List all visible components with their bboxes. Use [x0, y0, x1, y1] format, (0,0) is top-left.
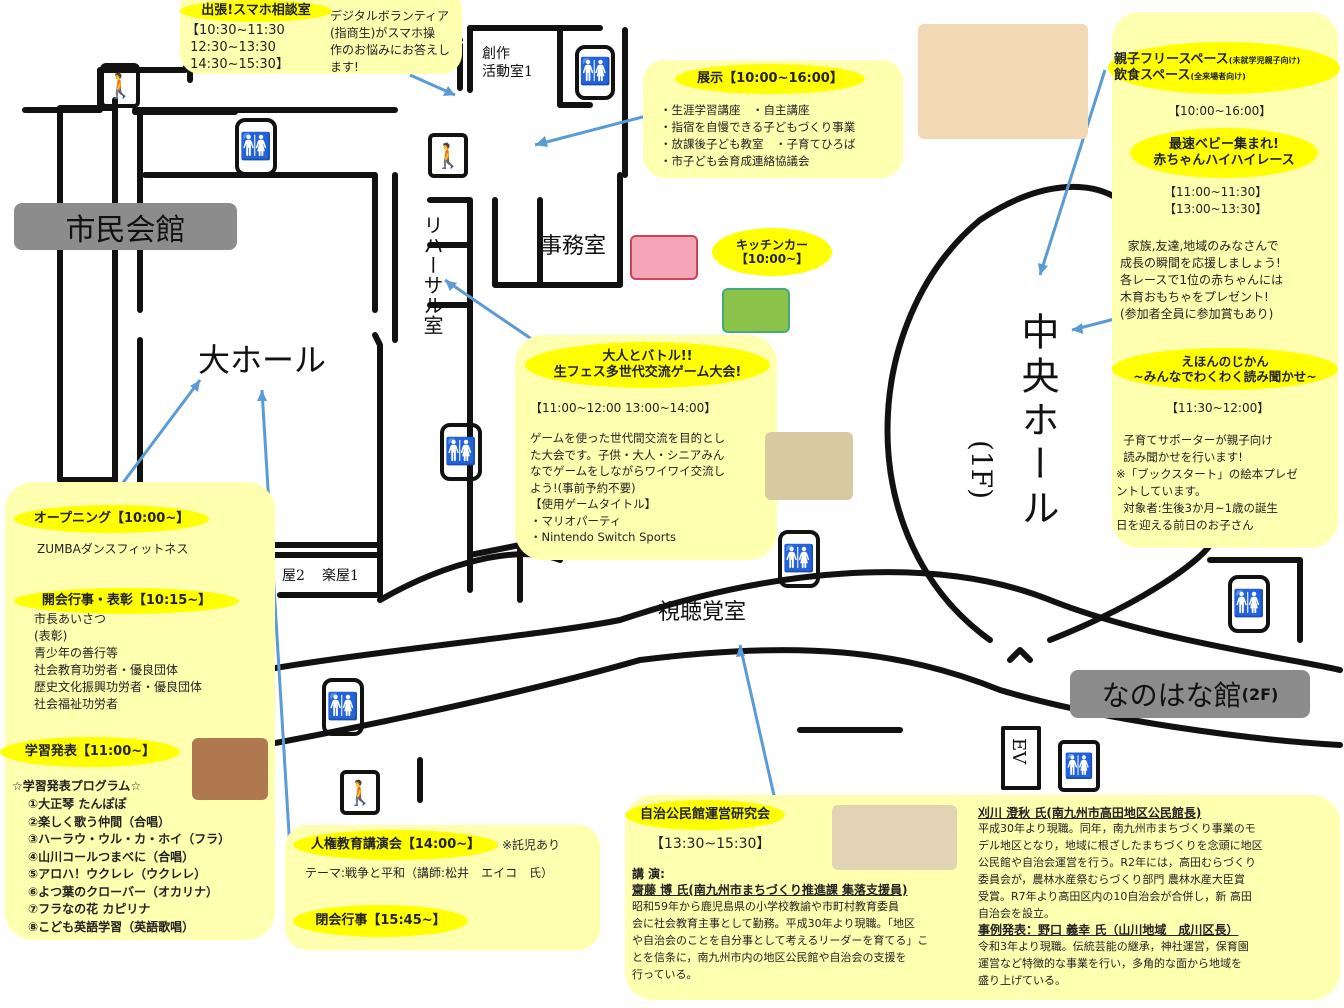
restroom-icon: 🚻 — [1058, 740, 1100, 792]
ceremony-title: 開会行事・表彰【10:15~】 — [14, 588, 239, 614]
restroom-icon: 🚻 — [575, 45, 615, 100]
lecture-label: 講 演: — [632, 867, 665, 881]
program-item: ⑧こども英語学習（英語歌唱） — [28, 919, 195, 934]
jichi-time: 【13:30~15:30】 — [650, 836, 771, 852]
program-list: ①大正琴 たんぽぽ ②楽しく歌う仲間（合唱） ③ハーラウ・ウル・カ・ホイ（フラ）… — [28, 796, 230, 936]
jinken-note: ※託児あり — [502, 838, 561, 852]
program-title: ☆学習発表プログラム☆ — [12, 779, 142, 793]
jinken-desc: テーマ:戦争と平和（講師:松井 エイコ 氏） — [305, 866, 554, 880]
restroom-icon: 🚻 — [235, 118, 277, 176]
ceremony-desc: 市長あいさつ (表彰) 青少年の善行等 社会教育功労者・優良団体 歴史文化振興功… — [34, 612, 203, 711]
program-item: ④山川コールつまべに（合唱） — [28, 849, 195, 864]
room-gakuya2: 屋2 — [282, 568, 305, 584]
free-space-title: 親子フリースペース(未就学児親子向け) 飲食スペース(全来場者向け) — [1108, 42, 1340, 94]
stairs-icon: 🚶 — [340, 770, 380, 815]
restroom-icon: 🚻 — [440, 423, 482, 481]
stairs-icon: 🚶 — [428, 133, 468, 178]
building-label-shimin: 市民会館 — [14, 203, 237, 250]
program-item: ⑤アロハ！ウクレレ（ウクレレ） — [28, 867, 207, 881]
room-chuo: 中央ホール — [1015, 312, 1059, 532]
room-jimu: 事務室 — [540, 234, 607, 259]
program-item: ⑦フラなの花 カピリナ — [28, 902, 151, 916]
restroom-icon: 🚻 — [322, 678, 364, 736]
game-desc: ゲームを使った世代間交流を目的とし た大会です。子供・大人・シニアみん なでゲー… — [530, 431, 726, 544]
race-desc: 家族,友達,地域のみなさんで 成長の瞬間を応援しましょう! 各レースで1位の赤ち… — [1120, 239, 1284, 321]
exhibit-title: 展示【10:00~16:00】 — [675, 64, 865, 94]
ehon-title: えほんのじかん ~みんなでわくわく読み聞かせ~ — [1112, 348, 1338, 390]
game-times: 【11:00~12:00 13:00~14:00】 — [530, 401, 717, 415]
kitchen-car-title: キッチンカー 【10:00~】 — [712, 228, 832, 276]
choir-image — [192, 738, 268, 800]
ehon-desc: 子育てサポーターが親子向け 読み聞かせを行います! ※「ブックスタート」の絵本プ… — [1116, 433, 1298, 532]
main-hall-program-box — [5, 482, 275, 940]
opening-title: オープニング【10:00~】 — [14, 505, 209, 533]
ehon-time: 【11:30~12:00】 — [1166, 401, 1270, 415]
race-title: 最速ベビー集まれ! 赤ちゃんハイハイレース — [1130, 128, 1318, 178]
study-title: 学習発表【11:00~】 — [0, 737, 180, 767]
jichi-title: 自治公民館運営研究会 — [625, 800, 785, 830]
kitchen-car-green-image — [722, 288, 790, 333]
room-gakuya1: 楽屋1 — [322, 568, 359, 584]
exhibit-items: ・生涯学習講座 ・自主講座 ・指宿を自慢できる子どもづくり事業 ・放課後子ども教… — [660, 103, 856, 168]
speaker2-name: 刈川 澄秋 氏(南九州市高田地区公民館長) — [978, 806, 1202, 820]
families-cheering-image — [918, 24, 1088, 139]
program-item: ③ハーラウ・ウル・カ・ホイ（フラ） — [28, 832, 231, 846]
room-chuo-floor: (1F) — [965, 440, 998, 500]
room-ev: EV — [1008, 738, 1029, 765]
speaker1-desc: 昭和59年から鹿児島県の小学校教諭や市町村教育委員 会に社会教育主事として勤務。… — [632, 900, 929, 981]
free-space-time: 【10:00~16:00】 — [1168, 104, 1272, 118]
smartphone-title: 出張!スマホ相談室 — [180, 0, 332, 22]
speaker1-name: 齋藤 博 氏(南九州市まちづくり推進課 集落支援員) — [632, 883, 908, 897]
stairs-icon: 🚶 — [100, 63, 140, 108]
case-speaker: 事例発表：野口 義幸 氏（山川地域 成川区長） — [978, 923, 1239, 937]
room-sousaku: 創作 活動室1 — [482, 46, 533, 80]
restroom-icon: 🚻 — [778, 530, 820, 588]
program-item: ⑥よつ葉のクローバー（オカリナ） — [28, 884, 219, 899]
case-desc: 令和3年より現職。伝統芸能の継承，神社運営，保育園 運営など特徴的な事業を行い，… — [978, 940, 1249, 987]
game-players-image — [765, 432, 853, 500]
kitchen-car-pink-image — [630, 235, 698, 280]
restroom-icon: 🚻 — [1228, 575, 1270, 633]
program-item: ②楽しく歌う仲間（合唱） — [28, 814, 171, 829]
opening-desc: ZUMBAダンスフィットネス — [37, 542, 189, 556]
smartphone-times: 【10:30~11:30 12:30~13:30 14:30~15:30】 — [186, 23, 289, 72]
room-shichokaku: 視聴覚室 — [658, 600, 747, 625]
program-item: ①大正琴 たんぽぽ — [28, 797, 127, 811]
race-times: 【11:00~11:30】 【13:00~13:30】 — [1164, 185, 1268, 216]
speaker2-desc: 平成30年より現職。同年，南九州市まちづくり事業のモ デル地区となり，地域に根ざ… — [978, 822, 1263, 920]
lecture-image — [832, 805, 957, 870]
community-center-box — [625, 795, 1340, 1000]
jinken-title: 人権教育講演会【14:00~】 — [293, 830, 498, 860]
room-daihall: 大ホール — [198, 341, 327, 379]
smartphone-desc: デジタルボランティア (指商生)がスマホ操 作のお悩みにお答えし ます! — [330, 9, 451, 74]
building-label-nanohana: なのはな館(2F) — [1070, 670, 1310, 718]
room-rehearsal: リハーサル室 — [420, 215, 444, 335]
closing-title: 閉会行事【15:45~】 — [293, 905, 468, 937]
family-space-box — [1112, 12, 1338, 548]
game-title: 大人とバトル!! 生フェス多世代交流ゲーム大会! — [525, 342, 770, 388]
